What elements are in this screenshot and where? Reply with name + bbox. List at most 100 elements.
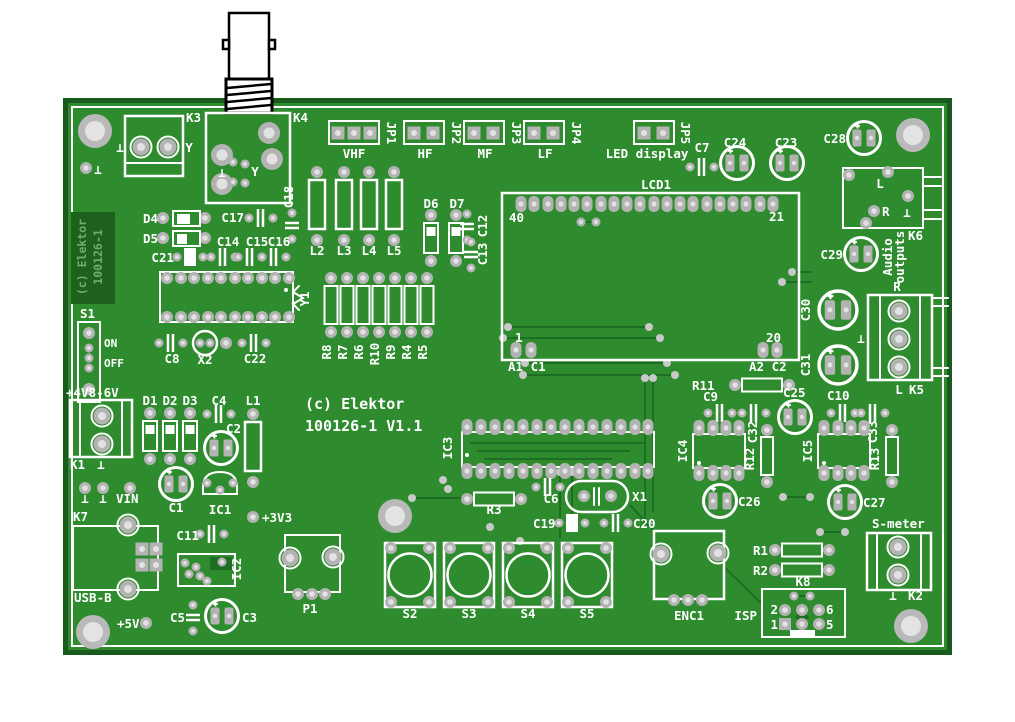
- label-d7: D7: [449, 196, 464, 211]
- label-r5: R5: [415, 344, 430, 359]
- label-c26: C26: [738, 494, 761, 509]
- label-c20: C20: [633, 516, 656, 531]
- label-r9: R9: [383, 344, 398, 359]
- label-d2: D2: [162, 393, 177, 408]
- label-c7: C7: [694, 140, 709, 155]
- component-k7: K7 USB-B: [72, 509, 163, 605]
- label-ic2: IC2: [229, 558, 244, 581]
- component-s5: S5: [562, 542, 612, 621]
- component-x2: X2: [191, 329, 232, 367]
- component-c22: C22: [238, 334, 271, 366]
- component-enc1: ENC1: [649, 529, 730, 623]
- label-c14: C14: [217, 234, 240, 249]
- label-lf: LF: [537, 146, 552, 161]
- label-x2: X2: [197, 352, 212, 367]
- component-ic2: IC2: [177, 553, 244, 587]
- label-k6-gnd: ⊥: [903, 205, 911, 220]
- label-c32: C32: [745, 421, 760, 444]
- label-c1: C1: [168, 500, 183, 515]
- component-r12: R12: [742, 424, 774, 488]
- label-c2: C2: [226, 421, 241, 436]
- copyright-line2: 100126-1 V1.1: [305, 417, 422, 435]
- label-s1-on: ON: [104, 337, 117, 350]
- component-k6: L R ⊥ K6 Audio outputs: [842, 166, 942, 283]
- label-vin: VIN: [116, 491, 139, 506]
- label-r11: R11: [692, 378, 715, 393]
- component-c17: C17: [221, 209, 277, 227]
- label-c17: C17: [221, 210, 244, 225]
- component-c12: C12: [460, 210, 490, 245]
- label-k2-gnd: ⊥: [889, 588, 897, 603]
- component-c8: C8: [155, 334, 188, 366]
- label-r13: R13: [867, 448, 882, 471]
- label-lcd1: LCD1: [641, 177, 671, 192]
- idbox-code: 100126-1: [91, 229, 105, 284]
- label-audio-1: Audio: [880, 238, 895, 276]
- label-r8: R8: [319, 344, 334, 359]
- label-r7: R7: [335, 344, 350, 359]
- component-ic3: IC3: [440, 419, 655, 479]
- label-k4-y: Y: [251, 164, 259, 179]
- label-c6: C6: [543, 491, 558, 506]
- label-k8-pin2: 2: [770, 602, 778, 617]
- component-r2: R2: [753, 563, 835, 578]
- label-lcd-pin1: 1: [515, 330, 523, 345]
- pad-5v: +5V: [117, 616, 152, 631]
- label-k1-gnd: ⊥: [97, 457, 105, 472]
- idbox-copyright: (c) Elektor: [75, 219, 89, 295]
- label-enc1: ENC1: [674, 608, 704, 623]
- label-k4-gnd: ⊥: [218, 165, 226, 180]
- component-d5: D5: [143, 230, 211, 247]
- label-jp1: JP1: [384, 122, 399, 145]
- bnc-side-tab: [267, 38, 277, 51]
- label-d1: D1: [142, 393, 157, 408]
- component-r11: R11: [692, 378, 795, 393]
- component-ic4: IC4: [675, 420, 746, 481]
- component-c3: C3: [204, 598, 257, 634]
- component-d1: D1: [142, 393, 157, 465]
- label-r10: R10: [367, 343, 382, 366]
- component-c2: C2: [203, 421, 241, 466]
- component-ic1: IC1: [202, 470, 238, 517]
- label-k8-pin6: 6: [826, 602, 834, 617]
- label-led-display: LED display: [606, 146, 689, 161]
- label-r6: R6: [351, 344, 366, 359]
- label-c23: C23: [775, 135, 798, 150]
- label-k1: K1: [70, 457, 85, 472]
- component-jp1: JP1 VHF: [328, 120, 399, 161]
- component-c24: C24: [719, 135, 755, 181]
- label-lcd-pin21: 21: [769, 209, 784, 224]
- label-k6-l: L: [876, 176, 884, 191]
- component-l2: L2: [309, 166, 325, 258]
- label-c30: C30: [798, 299, 813, 322]
- label-c12: C12: [475, 215, 490, 238]
- label-k8-pin5: 5: [826, 617, 834, 632]
- bnc-thread-hatch: [226, 82, 272, 111]
- label-p1: P1: [302, 601, 317, 616]
- label-isp: ISP: [734, 608, 757, 623]
- label-k5-r: R: [893, 279, 901, 294]
- component-k1: +4V8-6V K1 ⊥: [66, 385, 134, 472]
- label-gnd2: ⊥: [99, 491, 107, 506]
- label-x1: X1: [632, 489, 647, 504]
- component-d4: D4: [143, 210, 211, 227]
- bnc-side-tab: [221, 38, 231, 51]
- component-jp2: JP2 HF: [403, 120, 464, 161]
- label-s1-off: OFF: [104, 357, 124, 370]
- label-c11: C11: [176, 528, 199, 543]
- label-ic4: IC4: [675, 440, 690, 463]
- label-c31: C31: [798, 354, 813, 377]
- component-c29: C29: [820, 236, 879, 272]
- label-s2: S2: [402, 606, 417, 621]
- label-k3-y: Y: [185, 140, 193, 155]
- label-corner-gnd: ⊥: [94, 162, 102, 177]
- label-c16: C16: [268, 234, 291, 249]
- component-x1: X1: [564, 479, 647, 514]
- component-c20: C20: [600, 514, 656, 532]
- label-k3-gnd: ⊥: [116, 140, 124, 155]
- label-c15: C15: [246, 234, 269, 249]
- label-lcd-pin40: 40: [509, 210, 524, 225]
- label-c18: C18: [281, 186, 296, 209]
- label-vhf: VHF: [343, 146, 366, 161]
